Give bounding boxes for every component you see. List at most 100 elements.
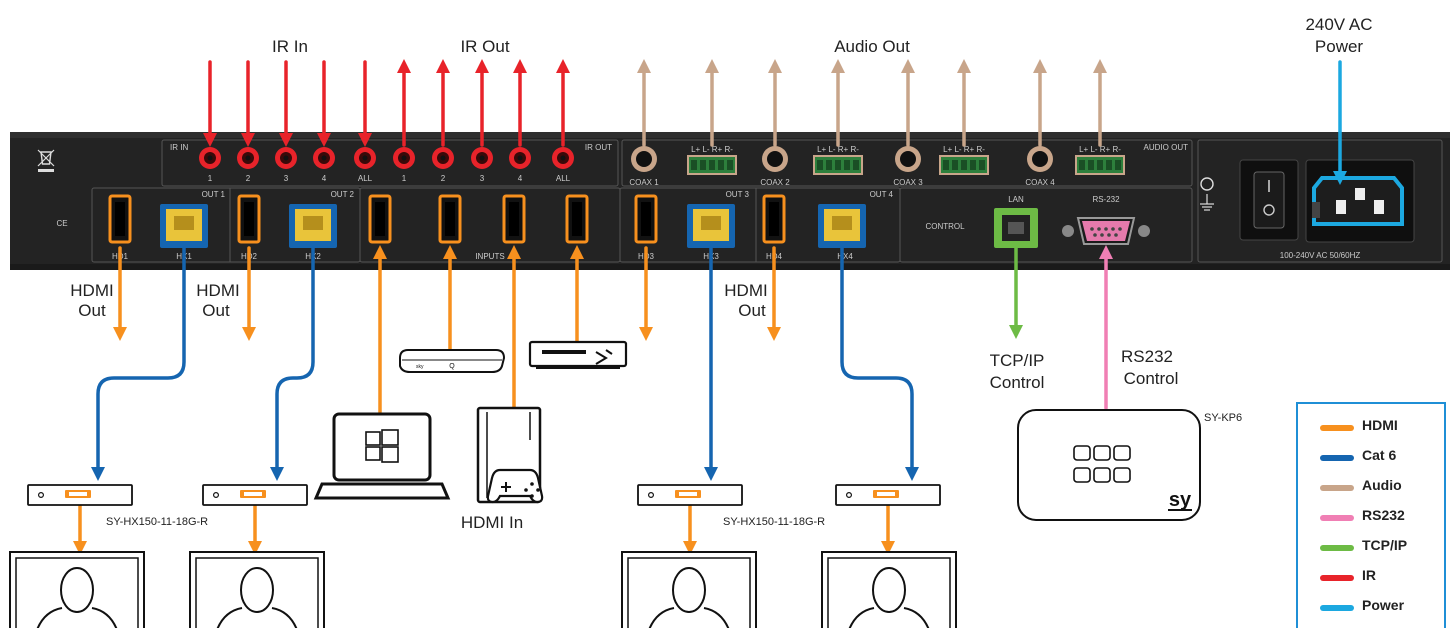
person-display-icon [189, 551, 325, 633]
audio-terminal-label: L+ L- R+ R- [691, 145, 733, 154]
out-zone-label: OUT 3 [726, 190, 750, 199]
audio-terminal-label: L+ L- R+ R- [817, 145, 859, 154]
ir-out-jack [432, 147, 454, 169]
legend-swatch [1320, 575, 1354, 581]
hdmi-receiver-icon [27, 484, 133, 506]
legend-label: IR [1362, 567, 1376, 583]
out-zone-label: OUT 4 [870, 190, 894, 199]
keypad-model: SY-KP6 [1204, 412, 1243, 424]
hdbaset-port-label: HX4 [837, 252, 853, 261]
tcpip-label-b: Control [989, 373, 1045, 392]
power-socket-icon [1305, 159, 1415, 243]
audio-terminal-block [813, 155, 863, 175]
coax-jack [895, 146, 921, 172]
coax-port-label: COAX 4 [1025, 178, 1055, 187]
out-zone-label: OUT 2 [331, 190, 355, 199]
audio-terminal-block [1075, 155, 1125, 175]
ir-out-heading: IR Out [460, 37, 510, 56]
svg-text:sky: sky [416, 364, 424, 370]
person-display-icon [9, 551, 145, 633]
hdmi-out-label-2a: HDMI [196, 281, 240, 300]
legend-item-cat-6: Cat 6 [1298, 444, 1448, 470]
person-display-icon [621, 551, 757, 633]
legend-label: Audio [1362, 477, 1402, 493]
hdmi-receiver-icon [637, 484, 743, 506]
hdmi-port [438, 194, 462, 244]
ir-out-port-label: 3 [480, 174, 485, 183]
ir-out-jack [471, 147, 493, 169]
legend-label: HDMI [1362, 417, 1398, 433]
hdmi-port [634, 194, 658, 244]
coax-jack [631, 146, 657, 172]
ir-in-port-label: ALL [358, 174, 373, 183]
legend-item-power: Power [1298, 594, 1448, 620]
receiver-model-right: SY-HX150-11-18G-R [723, 516, 826, 528]
hdmi-out-label-1b: Out [78, 301, 106, 320]
panel-label-inputs: INPUTS [475, 252, 504, 261]
cat6-cable-1 [91, 246, 186, 481]
ground-symbol-icon [1200, 177, 1214, 211]
panel-label-rs232: RS-232 [1092, 195, 1120, 204]
panel-label-audio-out: AUDIO OUT [1144, 143, 1189, 152]
power-switch-icon [1239, 159, 1299, 241]
tcpip-label-a: TCP/IP [989, 351, 1045, 370]
rs232-label-b: Control [1123, 369, 1179, 388]
audio-terminal-block [939, 155, 989, 175]
hdbaset-rj45-port [160, 204, 208, 248]
audio-terminal-label: L+ L- R+ R- [1079, 145, 1121, 154]
rs232-label-a: RS232 [1121, 347, 1173, 366]
panel-label-ir-out: IR OUT [585, 143, 612, 152]
hdbaset-rj45-port [687, 204, 735, 248]
ir-out-jack [393, 147, 415, 169]
legend-item-rs232: RS232 [1298, 504, 1448, 530]
legend-label: Power [1362, 597, 1405, 613]
panel-label-power-rating: 100-240V AC 50/60HZ [1280, 251, 1361, 260]
hdmi-port [502, 194, 526, 244]
legend-swatch [1320, 515, 1354, 521]
ir-in-port-label: 3 [284, 174, 289, 183]
coax-port-label: COAX 2 [760, 178, 790, 187]
coax-jack [1027, 146, 1053, 172]
panel-label-lan: LAN [1008, 195, 1024, 204]
hdmi-in-label: HDMI In [460, 513, 524, 532]
out-zone-label: OUT 1 [202, 190, 226, 199]
legend-label: Cat 6 [1362, 447, 1397, 463]
legend-item-ir: IR [1298, 564, 1448, 590]
lan-port-icon [994, 208, 1038, 248]
receiver-model-left: SY-HX150-11-18G-R [106, 516, 209, 528]
ir-in-jack [275, 147, 297, 169]
hdbaset-rj45-port [289, 204, 337, 248]
hdmi-out-label-3b: Out [738, 301, 766, 320]
coax-port-label: COAX 1 [629, 178, 659, 187]
audio-terminal-label: L+ L- R+ R- [943, 145, 985, 154]
hdmi-out-label-3a: HDMI [724, 281, 768, 300]
ce-mark: CE [56, 219, 67, 228]
game-console-icon [476, 406, 544, 504]
bluray-player-icon [528, 340, 628, 369]
ir-in-jack [354, 147, 376, 169]
ir-out-jack [552, 147, 574, 169]
ir-in-jack [313, 147, 335, 169]
legend-swatch [1320, 485, 1354, 491]
person-display-icon [821, 551, 957, 633]
rs232-port-icon [1062, 217, 1150, 245]
legend-swatch [1320, 425, 1354, 431]
cat6-cable-4 [840, 246, 919, 481]
hdmi-port [108, 194, 132, 244]
hdmi-out-label-1a: HDMI [70, 281, 114, 300]
ir-in-heading: IR In [272, 37, 308, 56]
audio-terminal-block [687, 155, 737, 175]
legend-item-audio: Audio [1298, 474, 1448, 500]
windows-laptop-icon [313, 412, 451, 500]
hdmi-receiver-icon [202, 484, 308, 506]
hdmi-receiver-icon [835, 484, 941, 506]
hdmi-port [762, 194, 786, 244]
panel-label-ir-in: IR IN [170, 143, 188, 152]
power-heading-line1: 240V AC [1305, 15, 1373, 34]
hdmi-port [237, 194, 261, 244]
cat6-cable-2 [270, 246, 315, 481]
legend-label: TCP/IP [1362, 537, 1408, 553]
